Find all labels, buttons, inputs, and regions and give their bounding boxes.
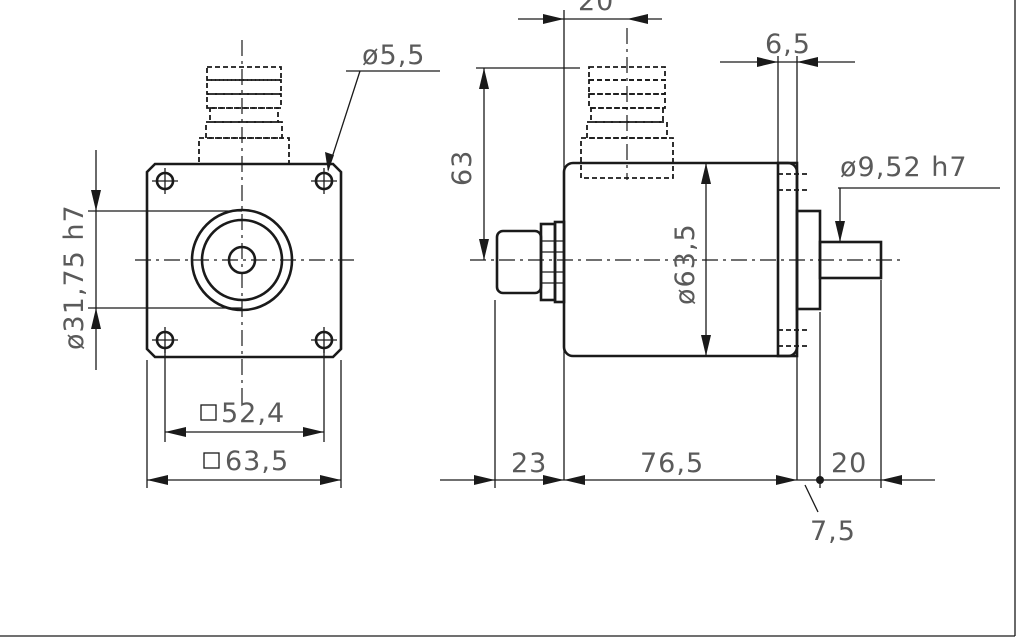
shoulder-length-label: 7,5 xyxy=(810,516,856,547)
body-square-label: 63,5 xyxy=(225,446,289,477)
front-view: ø5,5 ø31,75 h7 52,4 63,5 xyxy=(59,40,440,488)
side-rear-connector xyxy=(495,220,566,304)
hole-square-label: 52,4 xyxy=(221,398,285,429)
connector-height-label: 63 xyxy=(447,150,478,186)
flange-thickness-label: 6,5 xyxy=(765,29,811,60)
flange-diameter-label: ø31,75 h7 xyxy=(59,204,90,350)
body-length-label: 76,5 xyxy=(640,448,704,479)
body-diameter-label: ø63,5 xyxy=(670,223,701,305)
shaft-length-label: 20 xyxy=(831,448,867,479)
hole-diameter-label: ø5,5 xyxy=(362,40,425,71)
front-mounting-holes xyxy=(152,168,337,353)
side-view: 20 63 6,5 ø9,52 h7 ø63,5 23 xyxy=(440,0,1000,547)
shaft-diameter-label: ø9,52 h7 xyxy=(840,152,968,183)
front-connector xyxy=(198,66,290,165)
side-flange-holes xyxy=(778,173,808,347)
front-square-body xyxy=(145,162,343,359)
connector-width-label: 20 xyxy=(578,0,614,17)
connector-length-label: 23 xyxy=(511,448,547,479)
